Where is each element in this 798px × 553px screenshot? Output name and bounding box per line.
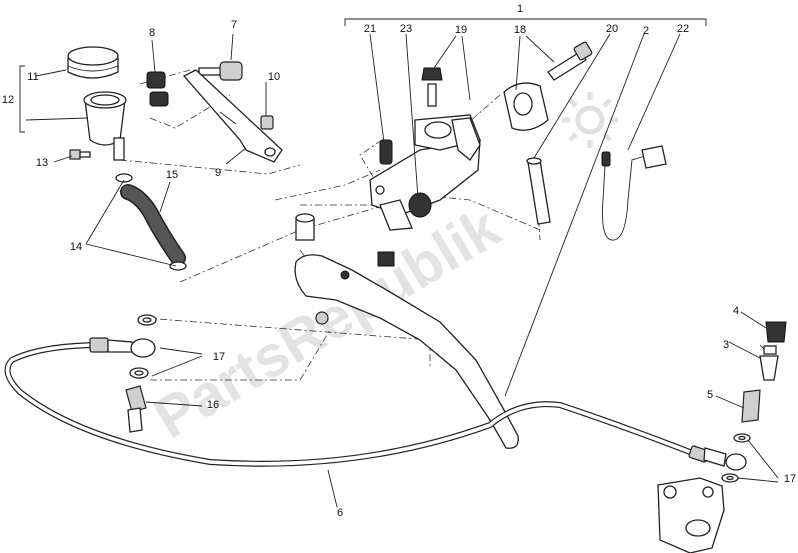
bracket-nut — [260, 115, 274, 130]
reservoir-bracket — [182, 69, 283, 163]
callout-13: 13 — [36, 157, 48, 169]
callout-19: 19 — [455, 24, 467, 36]
callout-11: 11 — [27, 71, 38, 83]
callout-10: 10 — [268, 71, 280, 83]
banjo-bolt — [125, 385, 147, 433]
reservoir — [83, 91, 127, 161]
clutch-lever — [294, 254, 519, 449]
handlebar-clamp — [503, 41, 593, 131]
lever-pivot-pin — [526, 157, 551, 225]
callout-22: 22 — [677, 23, 689, 35]
callout-12: 12 — [2, 94, 14, 106]
reservoir-cap — [67, 46, 119, 79]
master-cylinder-body — [369, 114, 481, 231]
callout-7: 7 — [231, 19, 237, 31]
spacers — [295, 213, 395, 267]
watermark-text: PartsRepublik — [143, 194, 511, 451]
callout-2: 2 — [643, 25, 649, 37]
callout-17-left: 17 — [213, 351, 225, 363]
callout-14: 14 — [70, 241, 82, 253]
reservoir-hose — [120, 184, 186, 266]
hose-clamps — [115, 173, 187, 271]
callouts: 1 2 3 4 5 6 7 8 9 10 11 12 13 14 15 16 1… — [2, 3, 796, 519]
callout-5: 5 — [707, 389, 713, 401]
group-bracket-1 — [344, 18, 707, 26]
callout-20: 20 — [606, 23, 618, 35]
callout-16: 16 — [207, 399, 219, 411]
reservoir-screw — [69, 149, 91, 160]
callout-23: 23 — [400, 23, 412, 35]
callout-17-right: 17 — [784, 473, 796, 485]
copper-washers-left — [129, 314, 157, 379]
leader-lines — [25, 33, 779, 508]
callout-18: 18 — [514, 24, 526, 36]
slave-bleeder-parts — [741, 321, 787, 423]
callout-3: 3 — [723, 339, 729, 351]
callout-4: 4 — [733, 305, 739, 317]
callout-8: 8 — [149, 27, 155, 39]
callout-21: 21 — [364, 23, 376, 35]
clutch-switch — [379, 139, 393, 165]
clutch-sensor — [601, 145, 667, 241]
rubber-grommets — [146, 71, 169, 107]
group-bracket-12 — [19, 65, 25, 133]
callout-1: 1 — [517, 3, 523, 15]
bleeder-cap — [421, 67, 443, 107]
callout-9: 9 — [215, 167, 221, 179]
bracket-screw — [198, 61, 243, 81]
hydraulic-hose — [4, 337, 747, 471]
slave-cylinder — [657, 477, 725, 553]
watermark-gear-icon — [562, 92, 618, 148]
callout-15: 15 — [166, 169, 178, 181]
callout-6: 6 — [337, 507, 343, 519]
